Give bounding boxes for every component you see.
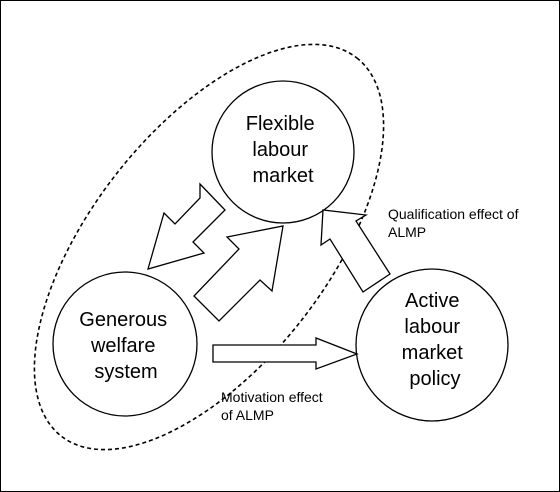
arrow-welfare-to-almp	[212, 337, 359, 370]
node-flexible-circle	[211, 80, 355, 224]
arrow-welfare-to-flexible	[193, 225, 284, 322]
node-almp-label: Active labour market policy	[402, 290, 469, 390]
caption-qualification-effect: Qualification effect of ALMP	[388, 206, 522, 240]
cluster-ellipse	[33, 43, 385, 451]
node-welfare-label: Generous welfare system	[79, 309, 172, 383]
caption-motivation-effect: Motivation effect of ALMP	[221, 389, 327, 423]
arrow-flexible-to-welfare	[147, 182, 226, 270]
node-welfare-circle	[52, 271, 198, 417]
node-almp-circle	[355, 268, 509, 422]
arrow-almp-to-flexible	[320, 209, 391, 293]
node-flexible-label: Flexible labour market	[246, 113, 320, 187]
